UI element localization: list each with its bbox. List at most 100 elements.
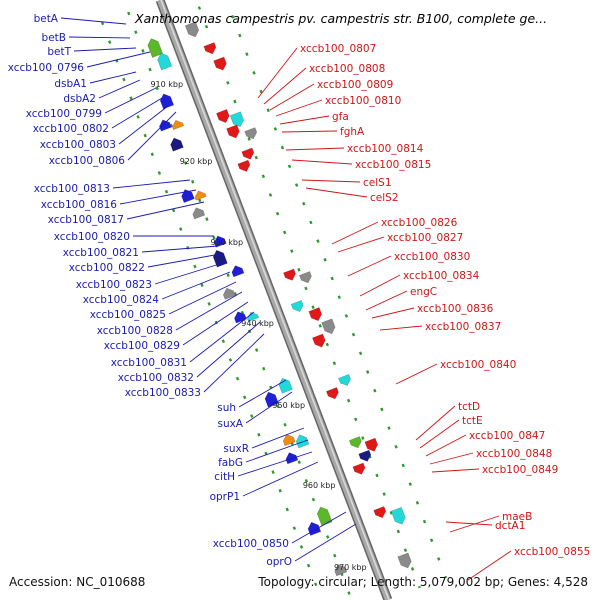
gene-label-betT: betT (47, 46, 71, 58)
gene-glyph-1 (184, 21, 200, 38)
gene-glyph-44 (373, 506, 387, 519)
gene-label-xccb100_0817: xccb100_0817 (48, 214, 124, 226)
leader-left-11 (112, 179, 191, 189)
leader-left-29 (237, 451, 313, 477)
gene-glyph-5 (213, 56, 227, 71)
scale-label-5: 950 kbp (272, 401, 305, 410)
leader-right-15 (365, 290, 408, 311)
gene-glyph-36 (295, 434, 310, 449)
gene-label-xccb100_0837: xccb100_0837 (425, 321, 501, 333)
gene-glyph-39 (364, 437, 378, 452)
leader-right-18 (395, 363, 438, 385)
gene-label-xccb100_0850: xccb100_0850 (213, 538, 289, 550)
gene-label-xccb100_0803: xccb100_0803 (40, 139, 116, 151)
gene-label-betB: betB (42, 32, 66, 44)
gene-glyph-16 (181, 189, 195, 204)
gene-label-xccb100_0827: xccb100_0827 (387, 232, 463, 244)
gene-glyph-17 (194, 190, 207, 201)
leader-right-13 (347, 255, 392, 277)
gene-label-xccb100_0829: xccb100_0829 (104, 340, 180, 352)
gene-glyph-23 (283, 268, 296, 281)
leader-right-19 (415, 405, 456, 441)
label-leaders (60, 17, 512, 581)
gene-glyph-14 (241, 147, 255, 160)
gene-label-xccb100_0802: xccb100_0802 (33, 123, 109, 135)
gene-label-xccb100_0824: xccb100_0824 (83, 294, 160, 306)
gene-glyph-19 (213, 235, 227, 248)
gene-glyph-18 (192, 207, 206, 220)
leader-left-16 (147, 253, 221, 268)
gene-label-dsbA1: dsbA1 (54, 78, 87, 90)
gene-label-suxA: suxA (217, 418, 243, 430)
gene-glyph-9 (170, 137, 184, 152)
gene-arrow (348, 436, 362, 449)
gene-arrow (282, 433, 296, 447)
gene-label-oprO: oprO (266, 556, 292, 568)
leader-left-12 (119, 189, 197, 205)
gene-label-xccb100_0832: xccb100_0832 (118, 372, 194, 384)
leader-left-18 (161, 271, 231, 300)
gene-label-xccb100_0820: xccb100_0820 (54, 231, 130, 243)
leader-left-8 (111, 97, 163, 129)
gene-arrow (192, 207, 206, 220)
leader-left-13 (126, 201, 205, 220)
gene-label-xccb100_0849: xccb100_0849 (482, 464, 558, 476)
gene-glyph-11 (229, 111, 244, 128)
leader-right-2 (263, 67, 307, 105)
leader-right-9 (301, 179, 361, 183)
leader-left-3 (73, 47, 137, 52)
leader-left-20 (175, 291, 243, 331)
gene-label-xccb100_0833: xccb100_0833 (125, 387, 201, 399)
leader-right-14 (359, 274, 401, 297)
gene-label-suxR: suxR (223, 443, 249, 455)
gene-arrow (213, 235, 227, 248)
leader-left-28 (245, 439, 309, 463)
gene-label-xccb100_0822: xccb100_0822 (69, 262, 145, 274)
leader-right-21 (425, 434, 467, 457)
leader-right-23 (431, 468, 480, 473)
gene-label-xccb100_0830: xccb100_0830 (394, 251, 470, 263)
gene-label-xccb100_0810: xccb100_0810 (325, 95, 401, 107)
gene-arrow (157, 52, 173, 71)
gene-glyph-41 (352, 462, 366, 475)
gene-label-maeB: maeB (502, 511, 532, 523)
gene-label-xccb100_0806: xccb100_0806 (49, 155, 126, 167)
leader-left-32 (294, 523, 357, 562)
leader-right-17 (379, 325, 423, 331)
gene-label-fabG: fabG (218, 457, 243, 469)
gene-arrow (397, 552, 412, 569)
gene-label-celS1: celS1 (363, 177, 392, 189)
gene-glyph-3 (157, 52, 173, 71)
gene-arrow (213, 56, 227, 71)
gene-label-xccb100_0855: xccb100_0855 (514, 546, 590, 558)
gene-label-xccb100_0847: xccb100_0847 (469, 430, 545, 442)
gene-arrow (390, 506, 406, 525)
gene-glyph-24 (299, 271, 312, 284)
gene-glyph-28 (308, 307, 322, 322)
gene-arrow (316, 506, 333, 527)
leader-left-19 (168, 281, 237, 315)
leader-right-10 (305, 187, 368, 198)
scale-label-4: 940 kbp (241, 319, 274, 328)
leader-left-23 (196, 321, 261, 378)
scale-label-2: 920 kbp (180, 157, 213, 166)
gene-arrow (172, 119, 185, 131)
gene-arrow (278, 377, 293, 394)
leader-left-24 (203, 333, 265, 393)
gene-label-xccb100_0809: xccb100_0809 (317, 79, 393, 91)
gene-glyph-10 (216, 109, 230, 123)
leader-left-9 (118, 105, 169, 145)
leader-right-26 (467, 550, 512, 581)
gene-arrow (194, 190, 207, 201)
gene-tracks (100, 0, 448, 600)
gene-arrow (358, 449, 372, 462)
leader-right-22 (429, 452, 474, 465)
gene-arrow (312, 333, 326, 348)
gene-label-xccb100_0826: xccb100_0826 (381, 217, 458, 229)
leader-right-12 (337, 236, 385, 253)
gene-label-xccb100_0825: xccb100_0825 (90, 309, 166, 321)
gene-glyph-8 (172, 119, 185, 131)
gene-label-gfa: gfa (332, 111, 349, 123)
